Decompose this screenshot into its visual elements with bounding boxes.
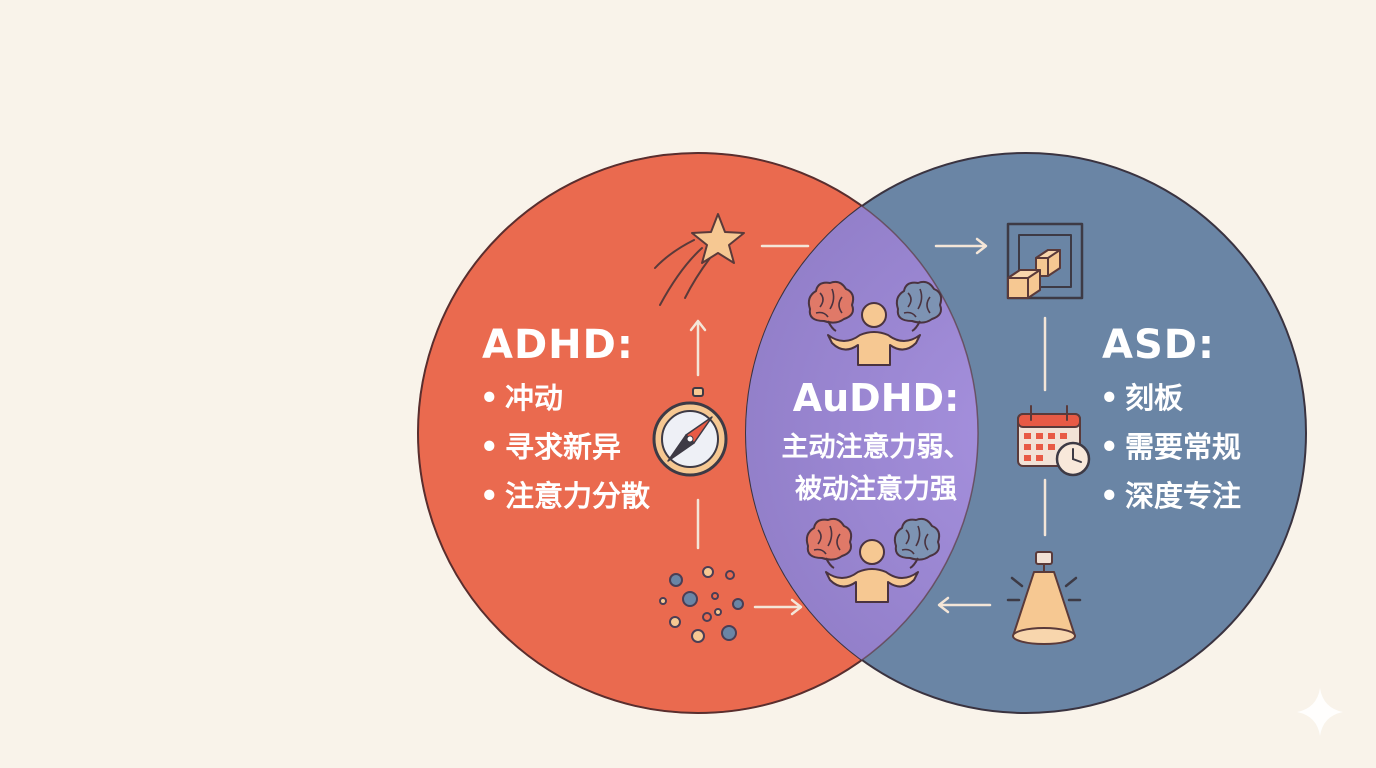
list-item: •深度专注 xyxy=(1100,479,1242,513)
adhd-title: ADHD: xyxy=(482,322,634,368)
blue-brain-icon xyxy=(895,280,943,332)
calendar-clock-icon xyxy=(1017,405,1091,477)
scattered-dots-icon xyxy=(659,566,744,643)
brains-juggling-person-icon-bottom xyxy=(805,517,941,603)
audhd-line-1: 主动注意力弱、 xyxy=(781,432,971,463)
list-item: •需要常规 xyxy=(1100,430,1242,464)
audhd-description: 主动注意力弱、 被动注意力强 xyxy=(760,427,992,511)
red-brain-icon xyxy=(805,517,853,569)
arrow-dots-to-center xyxy=(753,598,803,616)
boxes-in-frame-icon xyxy=(1006,222,1084,300)
sparkle-icon xyxy=(1297,688,1343,736)
blue-brain-icon xyxy=(893,517,941,569)
red-brain-icon xyxy=(807,280,855,332)
arrow-compass-to-star xyxy=(689,319,707,377)
flow-arrows xyxy=(689,237,1047,616)
shooting-star-icon xyxy=(654,213,745,306)
compass-icon xyxy=(652,387,728,477)
arrow-spotlight-to-center xyxy=(937,596,992,614)
arrow-star-to-boxes xyxy=(760,237,988,255)
list-item: •注意力分散 xyxy=(480,479,651,513)
audhd-line-2: 被动注意力强 xyxy=(795,474,957,505)
audhd-title: AuDHD: xyxy=(792,376,960,420)
asd-title: ASD: xyxy=(1102,322,1215,368)
brains-juggling-person-icon xyxy=(807,280,943,366)
list-item: •寻求新异 xyxy=(480,430,622,464)
asd-trait-list: •刻板 •需要常规 •深度专注 xyxy=(1100,374,1241,521)
spotlight-icon xyxy=(1006,551,1082,645)
adhd-trait-list: •冲动 •寻求新异 •注意力分散 xyxy=(480,374,650,521)
list-item: •冲动 xyxy=(480,381,564,415)
list-item: •刻板 xyxy=(1100,381,1184,415)
